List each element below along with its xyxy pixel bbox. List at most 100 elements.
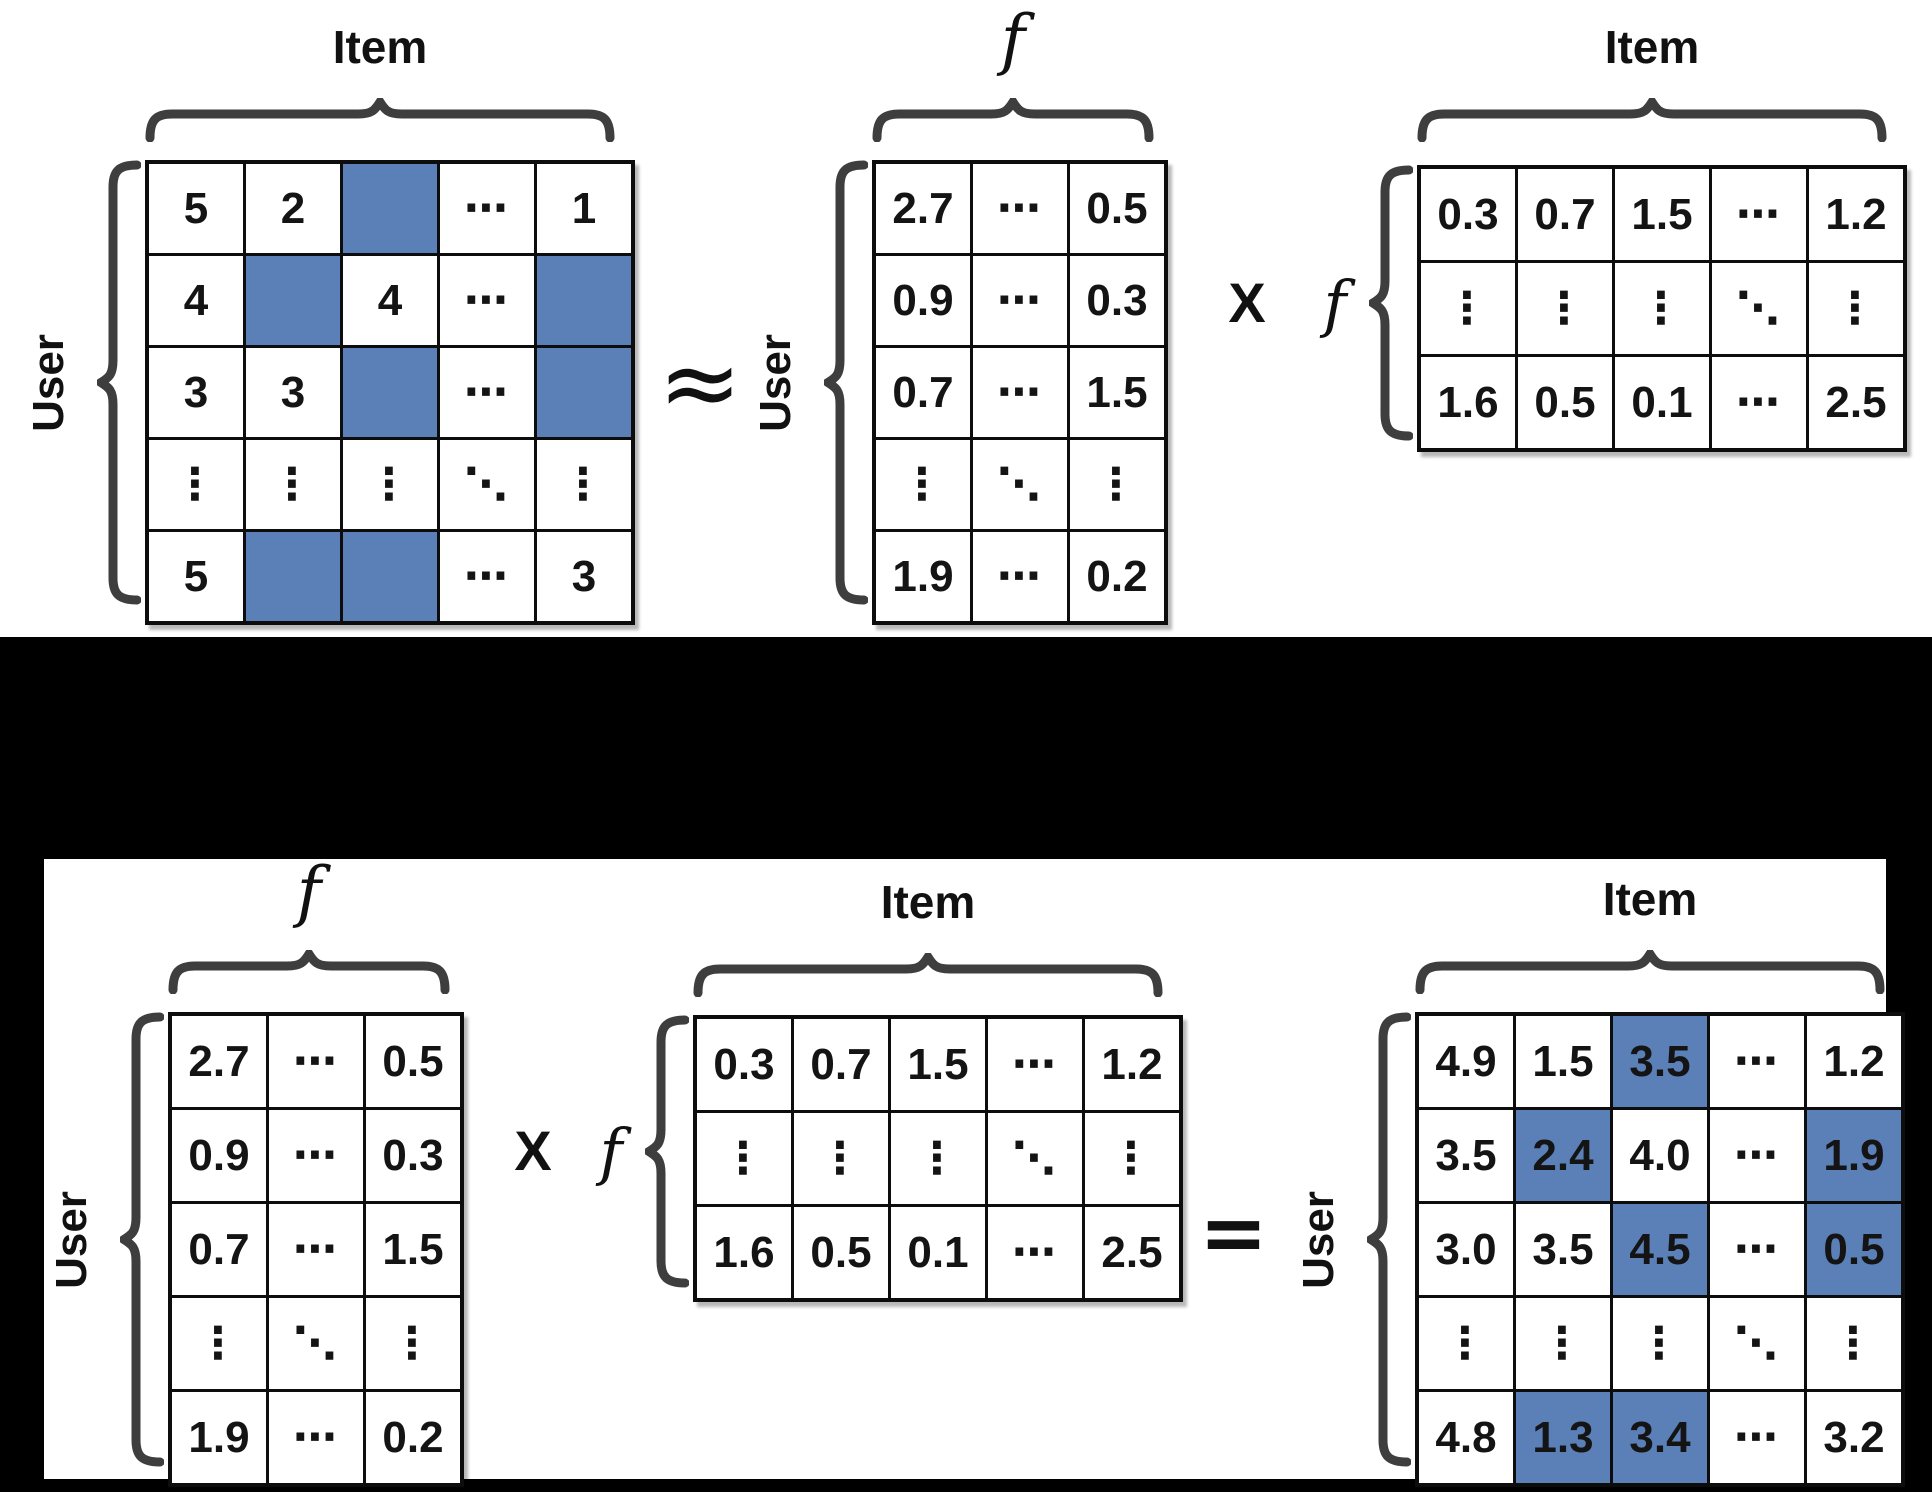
matrix-cell: ⋮ <box>791 1110 891 1207</box>
matrix-cell: 1.2 <box>1804 1012 1905 1110</box>
matrix-cell: 0.9 <box>872 253 973 348</box>
item-axis-label: Item <box>1604 21 1700 73</box>
user-axis-label: User <box>751 333 800 432</box>
matrix-cell: 3 <box>145 345 246 440</box>
matrix-cell: ⋯ <box>970 253 1070 348</box>
matrix-cell: 0.1 <box>1612 354 1712 452</box>
item-brace <box>1415 950 1885 994</box>
matrix-cell: 0.2 <box>1067 529 1168 625</box>
matrix-cell: ⋱ <box>437 437 537 532</box>
user-axis-label: User <box>24 333 73 432</box>
matrix-cell: 3.2 <box>1804 1389 1905 1487</box>
approx-symbol: ≈ <box>658 323 742 441</box>
matrix-cell: 0.3 <box>1067 253 1168 348</box>
matrix-cell: ⋮ <box>1082 1110 1183 1207</box>
matrix-cell: 2.5 <box>1082 1204 1183 1302</box>
item-axis-label: Item <box>332 21 428 73</box>
matrix-cell: 0.3 <box>693 1015 794 1113</box>
matrix-cell: ⋯ <box>1707 1389 1807 1487</box>
matrix-cell: 4 <box>340 253 440 348</box>
matrix-cell: 0.7 <box>168 1201 269 1298</box>
matrix-cell: 4.8 <box>1415 1389 1516 1487</box>
item-brace <box>1417 98 1887 142</box>
matrix-cell: 4.5 <box>1610 1201 1710 1298</box>
matrix-cell: 3.5 <box>1610 1012 1710 1110</box>
matrix-cell: 0.7 <box>872 345 973 440</box>
matrix-cell: ⋱ <box>266 1295 366 1392</box>
matrix-cell: 1.9 <box>872 529 973 625</box>
matrix-cell: 3.4 <box>1610 1389 1710 1487</box>
user-axis-label: User <box>47 1190 96 1289</box>
matrix-cell: 1.2 <box>1806 165 1907 263</box>
matrix-cell: 0.3 <box>1417 165 1518 263</box>
matrix-cell: ⋯ <box>1707 1012 1807 1110</box>
matrix-cell: ⋯ <box>1707 1201 1807 1298</box>
matrix-cell: ⋯ <box>1709 165 1809 263</box>
matrix-cell <box>340 345 440 440</box>
matrix-cell: ⋯ <box>266 1389 366 1487</box>
matrix-cell: ⋯ <box>266 1201 366 1298</box>
item-brace <box>693 953 1163 997</box>
matrix-cell: ⋮ <box>1513 1295 1613 1392</box>
matrix-cell: 4.9 <box>1415 1012 1516 1110</box>
f-axis-label: f <box>599 1115 623 1188</box>
matrix-cell: ⋯ <box>985 1204 1085 1302</box>
matrix-cell <box>243 529 343 625</box>
matrix-cell: 0.9 <box>168 1107 269 1204</box>
matrix-cell: 0.7 <box>1515 165 1615 263</box>
matrix-cell: 0.5 <box>363 1012 464 1110</box>
matrix-cell <box>534 345 635 440</box>
matrix-cell: ⋮ <box>1415 1295 1516 1392</box>
matrix-cell: 2 <box>243 160 343 256</box>
matrix-cell: ⋱ <box>985 1110 1085 1207</box>
user-brace <box>1367 1012 1411 1467</box>
matrix-cell: ⋱ <box>970 437 1070 532</box>
matrix-cell: 2.7 <box>168 1012 269 1110</box>
matrix-cell: 1.5 <box>1067 345 1168 440</box>
matrix-cell: 0.7 <box>791 1015 891 1113</box>
matrix-cell: ⋯ <box>437 345 537 440</box>
matrix-cell: ⋮ <box>1515 260 1615 357</box>
matrix-cell: 3 <box>534 529 635 625</box>
f-axis-label: f <box>296 852 322 930</box>
item-axis-label: Item <box>1602 873 1698 925</box>
matrix-cell: ⋮ <box>363 1295 464 1392</box>
matrix-cell: ⋮ <box>1610 1295 1710 1392</box>
matrix-cell: 0.5 <box>791 1204 891 1302</box>
matrix-cell: ⋯ <box>970 160 1070 256</box>
matrix-cell: ⋯ <box>970 529 1070 625</box>
matrix-cell: ⋮ <box>243 437 343 532</box>
matrix-cell: 3.0 <box>1415 1201 1516 1298</box>
matrix-cell <box>340 529 440 625</box>
matrix-cell: 4.0 <box>1610 1107 1710 1204</box>
matrix-cell: ⋮ <box>888 1110 988 1207</box>
matrix-cell: 2.7 <box>872 160 973 256</box>
matrix-cell: ⋮ <box>1067 437 1168 532</box>
matrix-cell: 3.5 <box>1513 1201 1613 1298</box>
matrix-cell: 0.5 <box>1067 160 1168 256</box>
matrix-cell: ⋮ <box>693 1110 794 1207</box>
matrix-cell: ⋮ <box>168 1295 269 1392</box>
f-brace <box>168 950 450 994</box>
matrix-cell: 1 <box>534 160 635 256</box>
item-axis-label: Item <box>880 876 976 928</box>
user-brace <box>120 1012 164 1467</box>
matrix-cell: ⋯ <box>970 345 1070 440</box>
matrix-cell: 1.9 <box>1804 1107 1905 1204</box>
matrix-cell: 1.5 <box>1513 1012 1613 1110</box>
matrix-cell: 1.5 <box>888 1015 988 1113</box>
matrix-cell: ⋯ <box>1707 1107 1807 1204</box>
matrix-cell: ⋯ <box>266 1012 366 1110</box>
f-brace <box>1369 165 1413 441</box>
matrix-cell: 5 <box>145 160 246 256</box>
user-brace <box>97 160 141 605</box>
matrix-cell: 0.3 <box>363 1107 464 1204</box>
